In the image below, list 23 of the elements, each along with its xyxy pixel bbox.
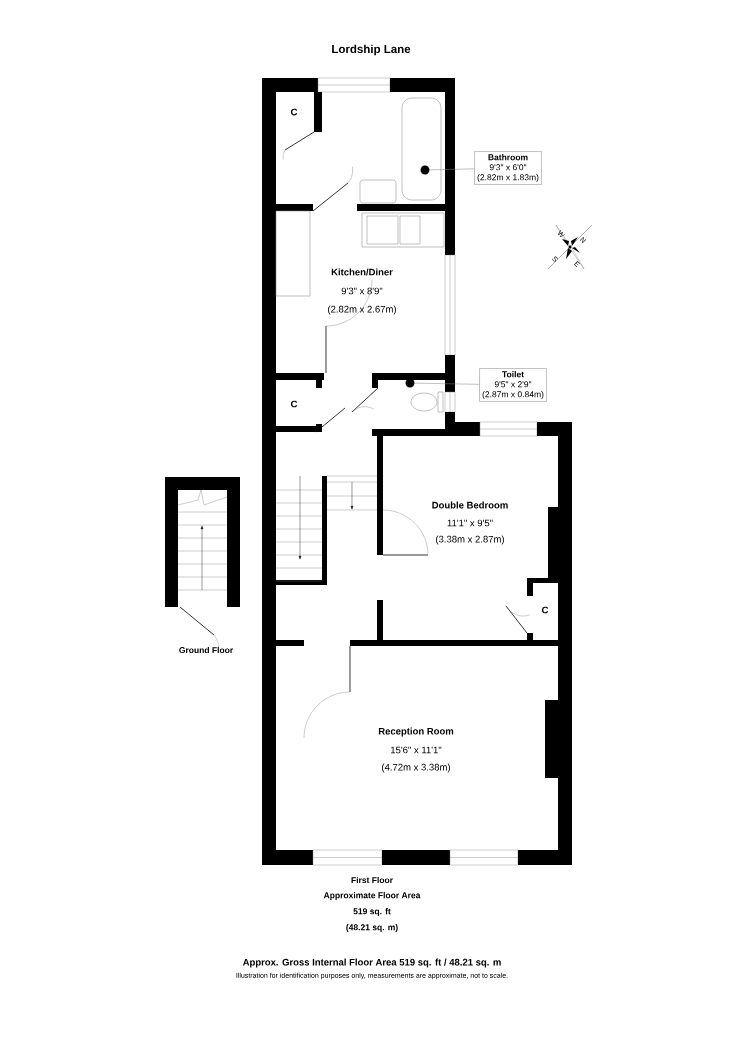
callout-box: Bathroom 9'3" x 6'0" (2.82m x 1.83m): [474, 151, 542, 185]
room-dimensions: (4.72m x 3.38m): [382, 763, 450, 773]
cupboard-label: C: [541, 606, 549, 614]
room-dimensions: 9'3" x 8'9": [341, 287, 383, 295]
cupboard-label: C: [290, 108, 298, 116]
room-name: Double Bedroom: [432, 501, 508, 509]
leader-line: [429, 168, 475, 171]
room-dimensions: (3.38m x 2.87m): [436, 535, 504, 545]
floor-area: 519 sq. ft: [353, 908, 391, 916]
floor-area: Approximate Floor Area: [323, 892, 421, 900]
room-dimensions: 15'6" x 11'1": [391, 746, 442, 754]
leader-line: [414, 382, 480, 385]
room-name: Reception Room: [378, 727, 454, 737]
room-dimensions: (2.82m x 2.67m): [328, 305, 396, 315]
floor-area: (48.21 sq. m): [346, 924, 398, 932]
room-name: Kitchen/Diner: [331, 268, 393, 276]
floor-name: First Floor: [351, 876, 393, 884]
callout-box: Toilet 9'5" x 2'9" (2.87m x 0.84m): [479, 368, 547, 402]
title: Lordship Lane: [332, 44, 411, 56]
caption: Approx. Gross Internal Floor Area 519 sq. ft / 48.21 sq. m: [242, 958, 501, 968]
floor-name: Ground Floor: [179, 646, 233, 654]
room-dimensions: 11'1" x 9'5": [447, 519, 493, 527]
cupboard-label: C: [290, 400, 298, 408]
